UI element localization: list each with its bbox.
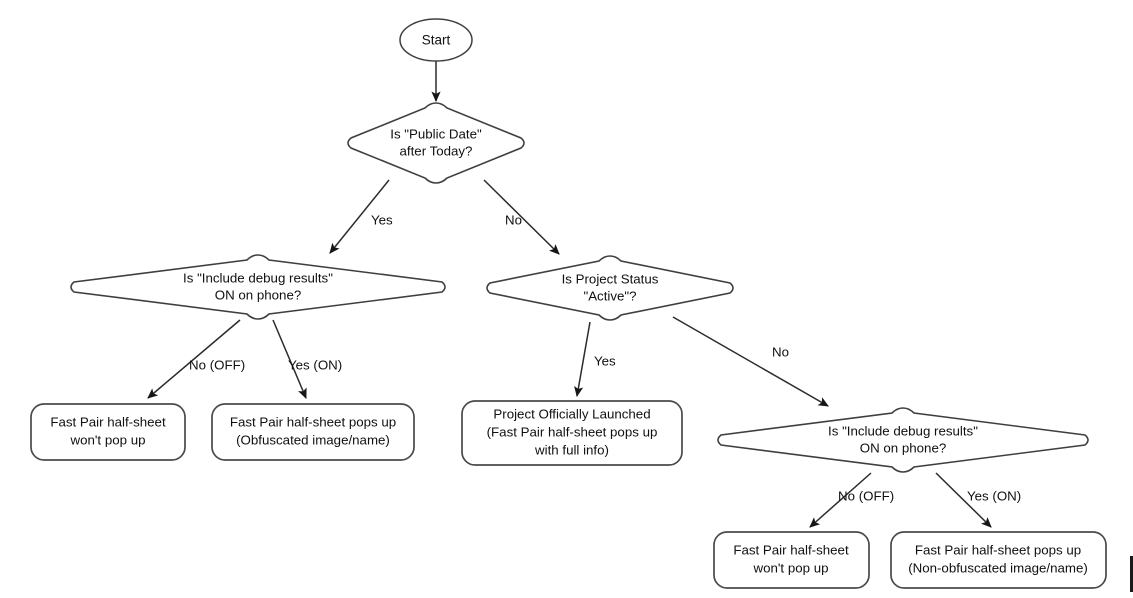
edge-status-no: No — [672, 316, 829, 407]
node-result-left-on-line-1: Fast Pair half-sheet pops up — [230, 415, 396, 430]
node-project-status[interactable]: Is Project Status "Active"? — [486, 255, 734, 321]
edges-layer: Yes No No (OFF) Yes (ON) Yes — [147, 61, 1021, 528]
node-project-status-line-2: "Active"? — [583, 289, 636, 304]
node-result-launched-line-2: (Fast Pair half-sheet pops up — [487, 425, 658, 440]
node-project-status-line-1: Is Project Status — [562, 272, 659, 287]
edge-public-date-yes: Yes — [329, 179, 393, 254]
edge-debug-right-off: No (OFF) — [809, 472, 894, 528]
node-debug-left-line-1: Is "Include debug results" — [183, 271, 333, 286]
edge-label-no-public-date: No — [505, 213, 522, 228]
edge-label-no-status: No — [772, 345, 789, 360]
node-result-right-off[interactable]: Fast Pair half-sheet won't pop up — [713, 531, 870, 589]
result-right-on-box-shape — [890, 531, 1107, 589]
edge-label-yes-public-date: Yes — [371, 213, 393, 228]
node-result-left-off[interactable]: Fast Pair half-sheet won't pop up — [30, 403, 186, 461]
node-result-launched-line-3: with full info) — [534, 443, 609, 458]
node-result-left-off-line-2: won't pop up — [70, 433, 146, 448]
project-status-diamond-shape — [486, 255, 734, 321]
node-result-right-on-line-2: (Non-obfuscated image/name) — [908, 561, 1088, 576]
node-start-label: Start — [422, 33, 451, 48]
node-result-left-on[interactable]: Fast Pair half-sheet pops up (Obfuscated… — [211, 403, 415, 461]
page-edge-artifact — [1130, 556, 1133, 592]
node-debug-right[interactable]: Is "Include debug results" ON on phone? — [717, 407, 1089, 473]
result-right-off-box-shape — [713, 531, 870, 589]
edge-public-date-no: No — [483, 179, 560, 255]
node-result-right-on[interactable]: Fast Pair half-sheet pops up (Non-obfusc… — [890, 531, 1107, 589]
edge-label-yes-status: Yes — [594, 354, 616, 369]
result-left-off-box-shape — [30, 403, 186, 461]
node-public-date-line-1: Is "Public Date" — [390, 127, 482, 142]
node-debug-right-line-2: ON on phone? — [860, 441, 947, 456]
edge-status-yes: Yes — [574, 321, 616, 398]
nodes-layer: Start Is "Public Date" after Today? Is "… — [30, 18, 1107, 589]
edge-label-yes-on-left: Yes (ON) — [288, 358, 342, 373]
edge-debug-left-on: Yes (ON) — [272, 319, 342, 399]
node-result-right-on-line-1: Fast Pair half-sheet pops up — [915, 543, 1081, 558]
node-result-right-off-line-2: won't pop up — [753, 561, 829, 576]
edge-label-no-off-right: No (OFF) — [838, 489, 894, 504]
node-debug-right-line-1: Is "Include debug results" — [828, 424, 978, 439]
debug-left-diamond-shape — [70, 254, 446, 320]
result-left-on-box-shape — [211, 403, 415, 461]
node-result-launched[interactable]: Project Officially Launched (Fast Pair h… — [461, 400, 683, 466]
debug-right-diamond-shape — [717, 407, 1089, 473]
node-result-left-on-line-2: (Obfuscated image/name) — [236, 433, 390, 448]
node-debug-left-line-2: ON on phone? — [215, 288, 302, 303]
node-result-right-off-line-1: Fast Pair half-sheet — [733, 543, 849, 558]
node-public-date-line-2: after Today? — [400, 144, 473, 159]
node-public-date[interactable]: Is "Public Date" after Today? — [347, 102, 525, 184]
start-ellipse-shape — [399, 18, 473, 62]
node-result-left-off-line-1: Fast Pair half-sheet — [50, 415, 166, 430]
node-result-launched-line-1: Project Officially Launched — [493, 407, 650, 422]
result-launched-box-shape — [461, 400, 683, 466]
edge-debug-right-on: Yes (ON) — [935, 472, 1021, 528]
edge-debug-left-off: No (OFF) — [147, 319, 245, 399]
public-date-diamond-shape — [347, 102, 525, 184]
edge-label-no-off-left: No (OFF) — [189, 358, 245, 373]
edge-label-yes-on-right: Yes (ON) — [967, 489, 1021, 504]
node-start[interactable]: Start — [399, 18, 473, 62]
node-debug-left[interactable]: Is "Include debug results" ON on phone? — [70, 254, 446, 320]
